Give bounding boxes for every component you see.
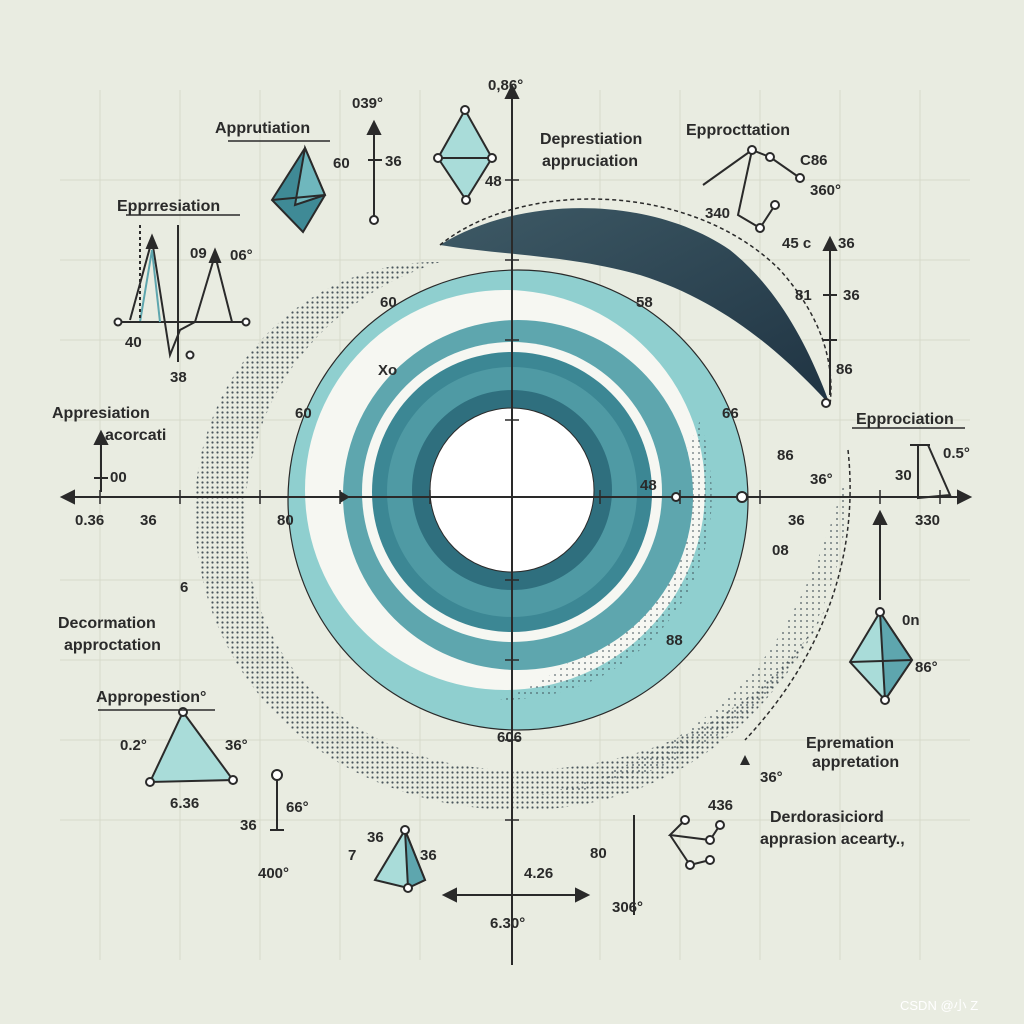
num-36deg-l: 36° (225, 737, 248, 754)
ring-inner-stipple (500, 420, 712, 700)
num-436: 436 (708, 797, 733, 814)
num-36-b1: 36 (367, 829, 384, 846)
num-036: 0.36 (75, 512, 104, 529)
watermark: CSDN @小 Z (900, 998, 978, 1013)
label-epremation-1: Epremation (806, 735, 894, 752)
right-lower-arrow (872, 509, 888, 600)
num-36-axis: 36 (140, 512, 157, 529)
num-06: 06° (230, 247, 253, 264)
num-81: 81 (795, 287, 812, 304)
label-epremation-2: appretation (812, 754, 899, 771)
num-039: 039° (352, 95, 383, 112)
num-36-top: 36 (385, 153, 402, 170)
num-36-br: 36° (760, 769, 783, 786)
crystal-top-center (433, 105, 497, 205)
num-36-rax: 36 (788, 512, 805, 529)
top-dark-swoosh (440, 208, 830, 405)
label-eprroctation: Epprocttation (686, 122, 790, 139)
label-decormation-1: Decormation (58, 615, 156, 632)
num-80: 80 (277, 512, 294, 529)
vertical-arrow-top (366, 119, 382, 225)
label-decormation-2: approctation (64, 637, 161, 654)
node-graph-top-right (702, 145, 805, 233)
num-c86: C86 (800, 152, 828, 169)
right-lower-swoosh (540, 470, 849, 795)
label-depreciation-top-2: appruciation (542, 153, 638, 170)
num-426: 4.26 (524, 865, 553, 882)
center-label: 606 (497, 729, 522, 746)
label-derdorasicord-2: apprasion acearty., (760, 831, 905, 848)
num-36deg: 36° (810, 471, 833, 488)
label-apprutiation: Apprutiation (215, 120, 310, 137)
dashed-orbit-right (744, 449, 851, 741)
num-330: 330 (915, 512, 940, 529)
num-05: 0.5° (943, 445, 970, 462)
wave-graph-left (113, 225, 251, 362)
num-36-r1: 36 (838, 235, 855, 252)
num-400: 400° (258, 865, 289, 882)
num-0n: 0n (902, 612, 920, 629)
num-360-right: 360° (810, 182, 841, 199)
num-xo: Xo (378, 362, 397, 379)
num-86deg: 86° (915, 659, 938, 676)
num-40-left: 40 (125, 334, 142, 351)
num-7: 7 (348, 847, 356, 864)
num-48-ring: 48 (640, 477, 657, 494)
bottom-center-arrow (441, 887, 591, 903)
num-58: 58 (636, 294, 653, 311)
label-depreciation-top-1: Deprestiation (540, 131, 642, 148)
num-340: 340 (705, 205, 730, 222)
num-60: 60 (333, 155, 350, 172)
bottom-axis-label: 6.30° (490, 915, 525, 932)
node-graph-bottom-right (667, 815, 725, 870)
num-636: 6.36 (170, 795, 199, 812)
num-ring-bottom: 88 (666, 632, 683, 649)
num-86-r: 86 (836, 361, 853, 378)
num-38-left: 38 (170, 369, 187, 386)
label-appropestion: Appropestion° (96, 689, 206, 706)
num-66: 66 (722, 405, 739, 422)
num-60-ring: 60 (380, 294, 397, 311)
label-appresiation-1: Appresiation (52, 405, 150, 422)
num-ring-left: 60 (295, 405, 312, 422)
top-axis-label: 0,86° (488, 77, 523, 94)
label-derdorasicord-1: Derdorasiciord (770, 809, 884, 826)
num-45c: 45 c (782, 235, 811, 252)
triangle-bottom-left (145, 707, 238, 787)
crystal-right (848, 607, 914, 705)
num-36-b2: 36 (420, 847, 437, 864)
num-00: 00 (110, 469, 127, 486)
label-appresiation-2: acorcati (105, 427, 166, 444)
main-axes (59, 83, 973, 965)
left-small-arrow (93, 429, 109, 492)
num-08: 08 (772, 542, 789, 559)
dashed-orbit-top (439, 198, 832, 406)
num-80-b: 80 (590, 845, 607, 862)
num-36-r2: 36 (843, 287, 860, 304)
num-36-bl: 36 (240, 817, 257, 834)
label-eppresiation: Epprresiation (117, 198, 220, 215)
num-66deg: 66° (286, 799, 309, 816)
bottom-left-stem (270, 769, 284, 831)
label-epprociation: Epprociation (856, 411, 954, 428)
num-6: 6 (180, 579, 188, 596)
num-86: 86 (777, 447, 794, 464)
crystal-bottom (373, 825, 427, 893)
crystal-top-left (270, 144, 327, 234)
right-vertical-axis (821, 235, 838, 408)
num-48: 48 (485, 173, 502, 190)
num-02: 0.2° (120, 737, 147, 754)
num-09: 09 (190, 245, 207, 262)
right-small-graph (910, 444, 952, 500)
num-306: 306° (612, 899, 643, 916)
num-30: 30 (895, 467, 912, 484)
